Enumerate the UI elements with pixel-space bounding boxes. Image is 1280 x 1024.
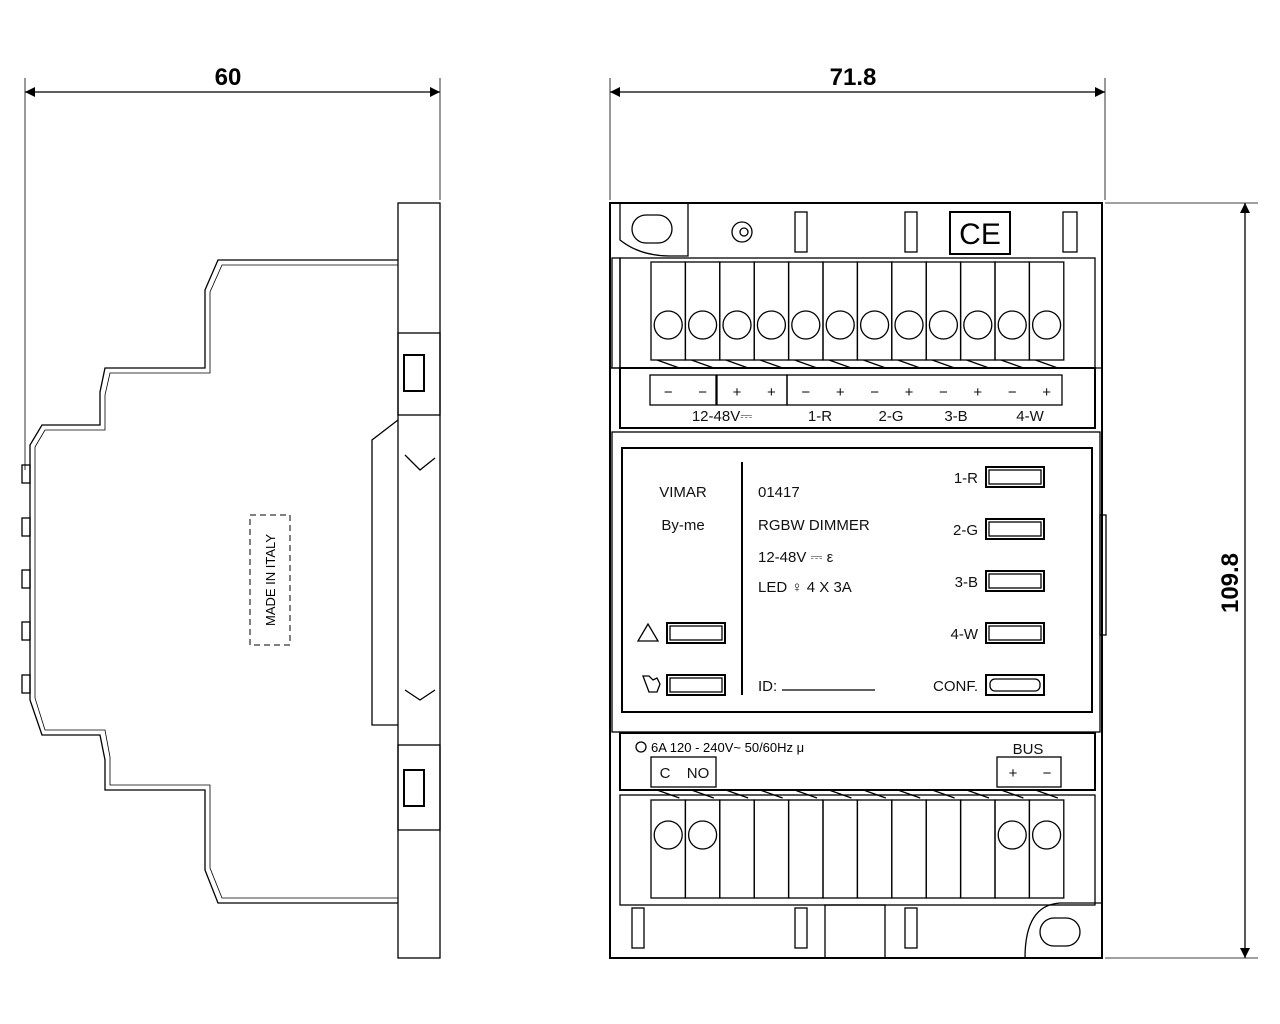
- ce-mark: [949, 211, 1011, 255]
- terminal-polarity-signs: − − + + − + − + − + − +: [664, 384, 1051, 401]
- supply-label: 12-48V⎓: [692, 408, 752, 425]
- terminal-screw[interactable]: [894, 310, 924, 340]
- brand-logo: VIMAR: [659, 484, 707, 501]
- channel-button-label: 4-W: [951, 626, 979, 643]
- dimension-height: 109.8: [1105, 202, 1258, 959]
- hand-icon: [642, 675, 661, 693]
- bus-label: BUS: [1013, 741, 1044, 758]
- depth-value: 60: [215, 64, 242, 91]
- terminal-screw[interactable]: [1031, 310, 1062, 340]
- channel-button-label: 3-B: [955, 574, 978, 591]
- polarity-sign: +: [1042, 384, 1051, 401]
- id-label: ID:: [758, 678, 777, 695]
- polarity-sign: −: [664, 384, 673, 401]
- side-view: MADE IN ITALY: [21, 202, 441, 959]
- front-view: CE −−++−+−+−+−+ 12-48V⎓ 1-R 2-G 3-B 4-W …: [609, 202, 1107, 959]
- bus-plus: +: [1009, 765, 1018, 782]
- channel-button-4-w[interactable]: 4-W: [951, 622, 1045, 644]
- voltage-spec: 12-48V ⎓ ε: [758, 549, 834, 566]
- polarity-sign: −: [870, 384, 879, 401]
- terminal-screw[interactable]: [687, 820, 718, 850]
- conf-label: CONF.: [933, 678, 978, 695]
- terminal-slot: [753, 799, 790, 899]
- terminal-slot: [925, 799, 962, 899]
- ce-text: CE: [959, 218, 1001, 251]
- terminal-screw[interactable]: [791, 310, 821, 340]
- terminal-slot: [959, 799, 996, 899]
- warning-icon: [636, 622, 660, 642]
- channel-label-1r: 1-R: [808, 408, 832, 425]
- manual-button[interactable]: [642, 674, 726, 696]
- terminal-slot: [1028, 261, 1065, 361]
- marking-box: [249, 514, 291, 646]
- product-code: 01417: [758, 484, 800, 501]
- terminal-screw[interactable]: [963, 310, 993, 340]
- terminal-screw[interactable]: [997, 820, 1027, 850]
- terminal-slot: [822, 799, 859, 899]
- polarity-sign: +: [733, 384, 742, 401]
- dimension-width: 71.8: [609, 64, 1106, 200]
- polarity-sign: −: [698, 384, 707, 401]
- terminal-slot: [1028, 799, 1065, 899]
- channel-buttons: 1-R 2-G 3-B 4-W: [951, 466, 1045, 644]
- load-spec: LED ♀ 4 X 3A: [758, 579, 852, 596]
- series-name: By-me: [661, 517, 704, 534]
- bottom-terminal-block: [650, 789, 1065, 899]
- terminal-screw[interactable]: [653, 310, 683, 340]
- terminal-screw[interactable]: [653, 820, 683, 850]
- polarity-sign: −: [939, 384, 948, 401]
- polarity-sign: +: [973, 384, 982, 401]
- width-value: 71.8: [830, 64, 877, 91]
- channel-button-label: 1-R: [954, 470, 978, 487]
- channel-label-2g: 2-G: [878, 408, 903, 425]
- terminal-slot: [891, 799, 927, 899]
- product-name: RGBW DIMMER: [758, 517, 870, 534]
- top-terminal-block: [650, 261, 1065, 369]
- terminal-screw[interactable]: [997, 310, 1027, 340]
- relay-label-no: NO: [687, 765, 710, 782]
- relay-label-c: C: [660, 765, 671, 782]
- bus-minus: −: [1043, 765, 1052, 782]
- warning-led: [636, 622, 726, 644]
- polarity-sign: +: [767, 384, 776, 401]
- relay-rating: 6A 120 - 240V~ 50/60Hz μ: [651, 740, 804, 755]
- terminal-screw[interactable]: [756, 310, 787, 340]
- recycle-icon: [731, 221, 753, 243]
- terminal-screw[interactable]: [722, 310, 752, 340]
- made-in-italy: MADE IN ITALY: [263, 534, 278, 626]
- dimension-depth: 60: [24, 64, 441, 470]
- terminal-screw[interactable]: [825, 310, 855, 340]
- terminal-slot: [719, 799, 755, 899]
- terminal-screw[interactable]: [1031, 820, 1062, 850]
- din-release-tab[interactable]: [824, 904, 886, 959]
- polarity-sign: +: [836, 384, 845, 401]
- terminal-screw[interactable]: [928, 310, 959, 340]
- channel-button-label: 2-G: [953, 522, 978, 539]
- channel-button-3-b[interactable]: 3-B: [955, 570, 1045, 592]
- polarity-sign: −: [801, 384, 810, 401]
- conf-button[interactable]: [985, 674, 1045, 696]
- terminal-screw[interactable]: [859, 310, 890, 340]
- channel-label-4w: 4-W: [1016, 408, 1044, 425]
- polarity-sign: −: [1008, 384, 1017, 401]
- polarity-sign: +: [905, 384, 914, 401]
- terminal-slot: [856, 799, 893, 899]
- terminal-slot: [787, 799, 824, 899]
- channel-label-3b: 3-B: [944, 408, 967, 425]
- height-value: 109.8: [1217, 553, 1244, 613]
- channel-button-2-g[interactable]: 2-G: [953, 518, 1045, 540]
- terminal-screw[interactable]: [687, 310, 718, 340]
- channel-button-1-r[interactable]: 1-R: [954, 466, 1045, 488]
- din-clips: [21, 464, 31, 694]
